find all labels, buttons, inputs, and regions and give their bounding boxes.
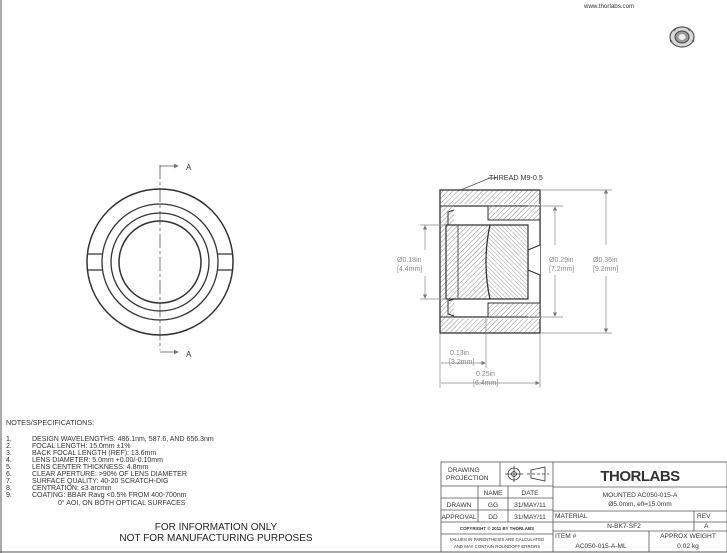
- weight-value: 0.02 kg: [677, 543, 699, 550]
- dim-inner-in: Ø0.18in: [397, 257, 422, 264]
- notes-list: 1. DESIGN WAVELENGTHS: 486.1nm, 587.6, A…: [6, 436, 214, 507]
- item-number: AC050-015-A-ML: [575, 543, 627, 550]
- note-item: COATING: BBAR Ravg <0.5% FROM 400-700nm: [32, 492, 187, 499]
- thread-leader: [457, 177, 496, 192]
- note-item: DESIGN WAVELENGTHS: 486.1nm, 587.6, AND …: [32, 436, 214, 443]
- title-block-grid: [440, 461, 727, 553]
- approval-date: 31/MAY/11: [514, 514, 546, 521]
- values-note-2: AND MAY CONTAIN ROUNDOFF ERRORS: [454, 544, 540, 549]
- note-item: BACK FOCAL LENGTH (REF): 13.6mm: [32, 450, 156, 457]
- note-number: 9.: [6, 492, 12, 499]
- copyright-notice: COPYRIGHT © 2011 BY THORLABS: [460, 526, 534, 531]
- note-number: 2.: [6, 443, 12, 450]
- note-continuation: 0° AOI, ON BOTH OPTICAL SURFACES: [58, 499, 186, 507]
- header-url[interactable]: www.thorlabs.com: [583, 3, 634, 10]
- note-item: LENS CENTER THICKNESS: 4.8mm: [32, 464, 148, 471]
- dim-length-mm: [6.4mm]: [473, 380, 498, 387]
- note-number: 3.: [6, 450, 12, 457]
- note-item: SURFACE QUALITY: 40-20 SCRATCH-DIG: [32, 478, 168, 485]
- dim-outer-in: Ø0.36in: [593, 257, 618, 264]
- dim-bore-in: Ø0.29in: [549, 257, 574, 264]
- date-header: DATE: [521, 490, 539, 497]
- material-value: N-BK7-SF2: [607, 523, 641, 530]
- drawing-title-1: MOUNTED AC050-015-A: [603, 492, 678, 499]
- drawn-date: 31/MAY/11: [514, 502, 546, 509]
- drawing-title-2: Ø5.0mm, efl=15.0mm: [608, 501, 672, 508]
- note-number: 7.: [6, 478, 12, 485]
- disclaimer-line-1: FOR INFORMATION ONLY: [155, 522, 278, 533]
- dim-length-in: 0.25in: [476, 371, 495, 378]
- section-view: [439, 189, 541, 334]
- rev-label: REV: [697, 513, 711, 520]
- disclaimer-line-2: NOT FOR MANUFACTURING PURPOSES: [119, 533, 312, 544]
- note-item: LENS DIAMETER: 5.0mm +0.00/-0.10mm: [32, 457, 163, 464]
- note-item: FOCAL LENGTH: 15.0mm ±1%: [32, 443, 131, 450]
- drawn-label: DRAWN: [447, 502, 472, 509]
- item-label: ITEM #: [555, 533, 577, 540]
- notes-title: NOTES/SPECIFICATIONS:: [6, 418, 94, 427]
- drawing-projection-label: DRAWING: [448, 467, 480, 474]
- drawing-projection-label-2: PROJECTION: [446, 475, 489, 482]
- weight-label: APPROX WEIGHT: [660, 533, 716, 540]
- dim-inner-mm: [4.4mm]: [397, 266, 422, 273]
- dim-outer-mm: [9.2mm]: [593, 266, 618, 273]
- dim-step-mm: [3.2mm]: [449, 359, 474, 366]
- rev-value: A: [704, 523, 709, 530]
- note-number: 8.: [6, 485, 12, 492]
- material-label: MATERIAL: [555, 513, 588, 520]
- brand-logo: THORLABS: [600, 468, 680, 485]
- note-number: 5.: [6, 464, 12, 471]
- name-header: NAME: [483, 490, 503, 497]
- values-note-1: VALUES IN PARENTHESIS ARE CALCULATED: [450, 537, 544, 542]
- dimension-lines: [420, 189, 612, 388]
- approval-name: DD: [488, 514, 498, 521]
- thread-callout: THREAD M9-0.5: [489, 173, 543, 182]
- drawn-name: GG: [488, 502, 498, 509]
- dim-step-in: 0.13in: [450, 350, 469, 357]
- note-number: 4.: [6, 457, 12, 464]
- note-number: 1.: [6, 436, 12, 443]
- dim-bore-mm: [7.2mm]: [549, 266, 574, 273]
- front-view: [86, 163, 234, 355]
- note-item: CENTRATION: ≤3 arcmin: [32, 485, 112, 492]
- approval-label: APPROVAL: [441, 514, 476, 521]
- note-number: 6.: [6, 471, 12, 478]
- product-thumbnail: [669, 26, 695, 48]
- section-label-bottom: A: [186, 350, 192, 359]
- projection-symbol-icon: [505, 466, 549, 482]
- section-label-top: A: [186, 163, 192, 172]
- note-item: CLEAR APERTURE: >90% OF LENS DIAMETER: [32, 471, 187, 478]
